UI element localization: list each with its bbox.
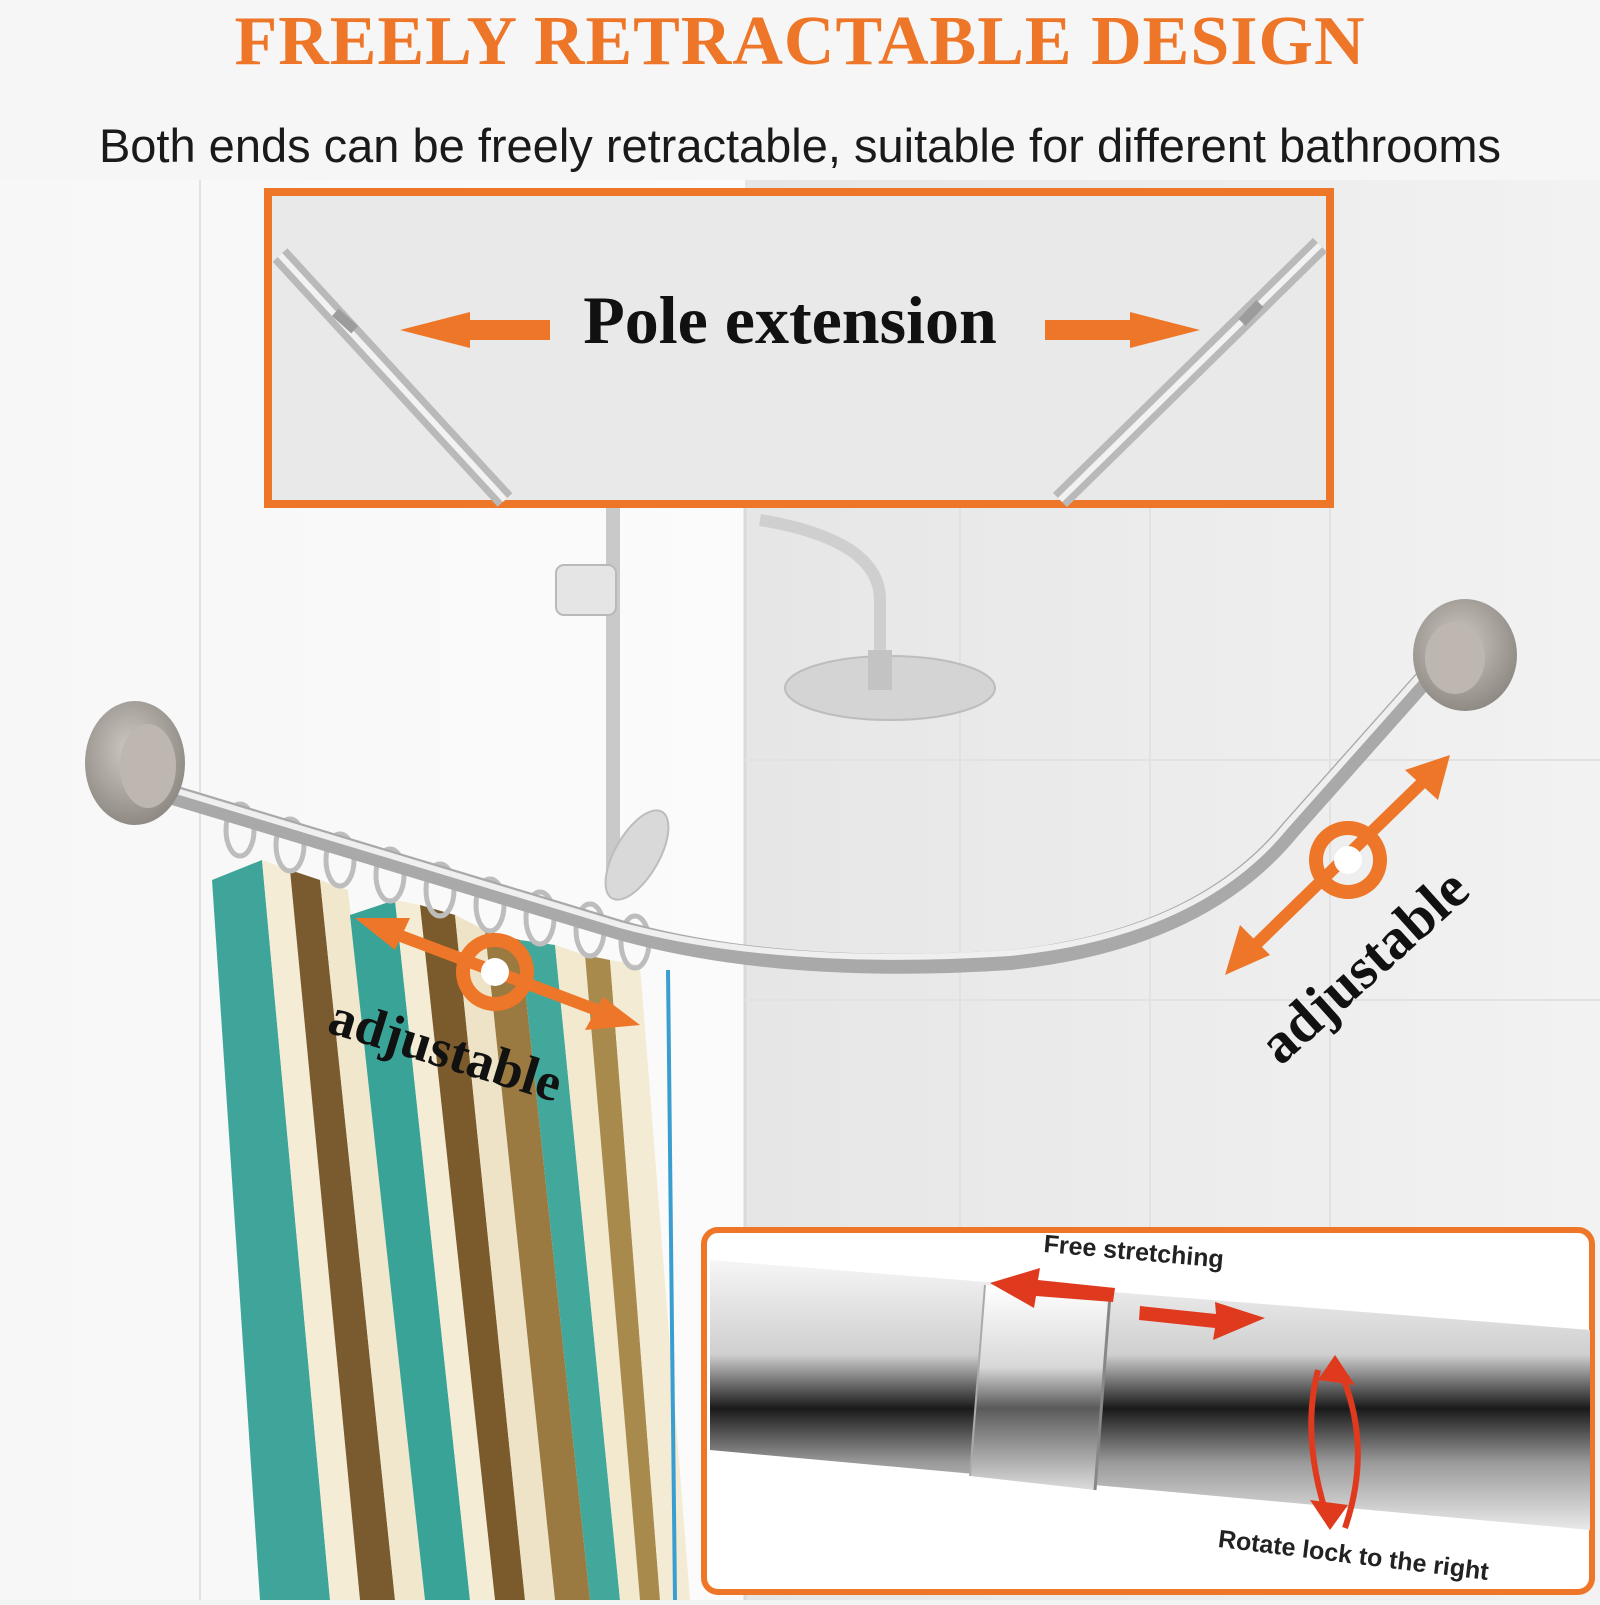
page-subtitle: Both ends can be freely retractable, sui…: [98, 119, 1502, 172]
page-title: FREELY RETRACTABLE DESIGN: [234, 3, 1366, 80]
rotate-arrow-icon: [1308, 1355, 1361, 1530]
rotate-lock-icon: [1309, 821, 1387, 899]
rotate-lock-icon: [456, 933, 534, 1011]
double-arrow-icon: [990, 1268, 1265, 1340]
pole-extension-label: Pole extension: [583, 282, 997, 358]
double-arrow-icon: [400, 312, 1200, 348]
